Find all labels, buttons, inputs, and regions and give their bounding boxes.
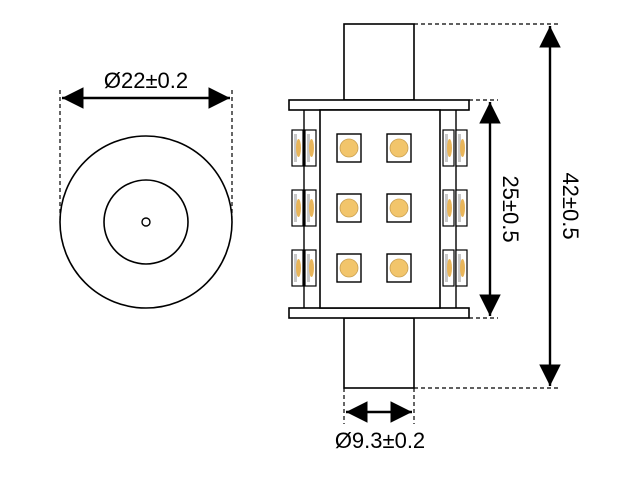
side-led-pad [294, 194, 297, 222]
side-led-emitter [447, 259, 452, 277]
side-view: Ø9.3±0.2 25±0.5 42±0.5 [288, 23, 583, 453]
led-emitter [389, 138, 409, 158]
side-led [304, 189, 317, 227]
side-led-grid [291, 129, 468, 287]
side-led-pad [458, 134, 461, 162]
side-led-emitter [460, 139, 465, 157]
side-led-emitter [447, 139, 452, 157]
led-emitter [389, 258, 409, 278]
base-diameter-label: Ø9.3±0.2 [335, 428, 425, 453]
end-view: Ø22±0.2 [59, 68, 233, 309]
side-led [442, 189, 455, 227]
outer-diameter-label: Ø22±0.2 [104, 68, 188, 93]
led-emitter [339, 198, 359, 218]
led-emitter [339, 258, 359, 278]
side-led-pad [445, 194, 448, 222]
side-led [291, 249, 304, 287]
front-led [386, 253, 412, 283]
side-led-pad [294, 134, 297, 162]
side-led-emitter [309, 139, 314, 157]
side-led [291, 129, 304, 167]
side-led-pad [307, 134, 310, 162]
side-led [304, 129, 317, 167]
side-led-pad [307, 194, 310, 222]
side-led-pad [307, 254, 310, 282]
side-led [291, 189, 304, 227]
side-led-emitter [296, 259, 301, 277]
front-led [336, 193, 362, 223]
side-led-emitter [296, 199, 301, 217]
inner-circle [103, 179, 189, 265]
base-top [343, 23, 415, 101]
side-led [455, 249, 468, 287]
side-led-emitter [296, 139, 301, 157]
side-led-pad [458, 194, 461, 222]
body-length-label: 25±0.5 [498, 175, 523, 242]
side-led-pad [458, 254, 461, 282]
led-emitter [339, 138, 359, 158]
side-led-emitter [460, 199, 465, 217]
top-flange [288, 99, 470, 111]
front-led [336, 253, 362, 283]
side-led [442, 129, 455, 167]
bottom-flange [288, 307, 470, 319]
base-bottom [343, 317, 415, 389]
side-led-emitter [309, 259, 314, 277]
front-led [336, 133, 362, 163]
side-led-pad [445, 134, 448, 162]
side-led [455, 189, 468, 227]
side-led [442, 249, 455, 287]
side-led-pad [445, 254, 448, 282]
front-led [386, 193, 412, 223]
front-led-grid [336, 133, 412, 283]
side-led-pad [294, 254, 297, 282]
side-led [304, 249, 317, 287]
side-led-emitter [447, 199, 452, 217]
total-length-label: 42±0.5 [558, 172, 583, 239]
led-emitter [389, 198, 409, 218]
outer-circle [59, 135, 233, 309]
side-led-emitter [460, 259, 465, 277]
center-pin [141, 217, 151, 227]
side-led [455, 129, 468, 167]
side-led-emitter [309, 199, 314, 217]
front-led [386, 133, 412, 163]
